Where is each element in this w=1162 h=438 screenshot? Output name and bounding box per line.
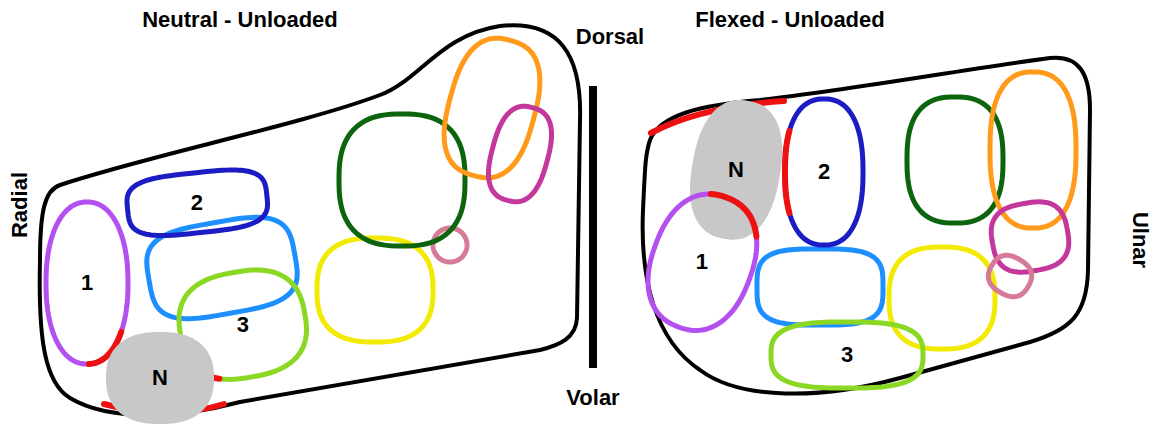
tendon-outline [648, 194, 757, 330]
contact-segment [710, 194, 756, 237]
tendon-outline: 2 [781, 95, 867, 249]
callout-number: 2 [191, 192, 203, 214]
callout-number: N [728, 159, 744, 181]
direction-label: Volar [566, 385, 619, 411]
contact-segment [785, 131, 789, 213]
tendon-outline [889, 247, 995, 349]
nerve-shape [106, 332, 214, 424]
tendon-outline [785, 99, 863, 245]
callout-number: 1 [696, 251, 708, 273]
callout-number: 3 [841, 344, 853, 366]
tendon-outline [317, 238, 433, 342]
panel-heading: Neutral - Unloaded [142, 7, 338, 33]
direction-label: Dorsal [576, 24, 644, 50]
tendon-outline [991, 202, 1069, 272]
tendon-outline: 3 [767, 318, 927, 392]
direction-label: Radial [7, 172, 33, 238]
tendon-outline [757, 249, 883, 325]
tendon-outline [771, 322, 923, 388]
tendon-outline [46, 202, 128, 364]
tunnel-outline [643, 58, 1090, 394]
direction-label: Ulnar [1127, 212, 1153, 268]
callout-number: 1 [81, 272, 93, 294]
tunnel-outline-svg [600, 0, 1120, 438]
tendon-outline [988, 255, 1031, 297]
carpal-tunnel: Neutral - Unloaded 2 1 3N [0, 0, 590, 438]
panel-heading: Flexed - Unloaded [695, 7, 884, 33]
tendon-outline: 2 [123, 166, 272, 240]
tendon-outline: 1 [644, 190, 761, 334]
callout-number: N [152, 367, 168, 389]
median-nerve: N [686, 96, 786, 244]
divider-bar [589, 86, 597, 368]
tunnel-outline-svg [0, 0, 590, 438]
callout-number: 2 [818, 161, 830, 183]
tendon-outline: 1 [42, 198, 132, 368]
carpal-tunnel: Flexed - UnloadedN 2 1 3 [600, 0, 1120, 438]
median-nerve: N [102, 328, 218, 428]
tendon-outline [127, 170, 268, 236]
tendon-outline [488, 106, 551, 201]
nerve-shape [690, 100, 782, 240]
callout-number: 3 [237, 314, 249, 336]
